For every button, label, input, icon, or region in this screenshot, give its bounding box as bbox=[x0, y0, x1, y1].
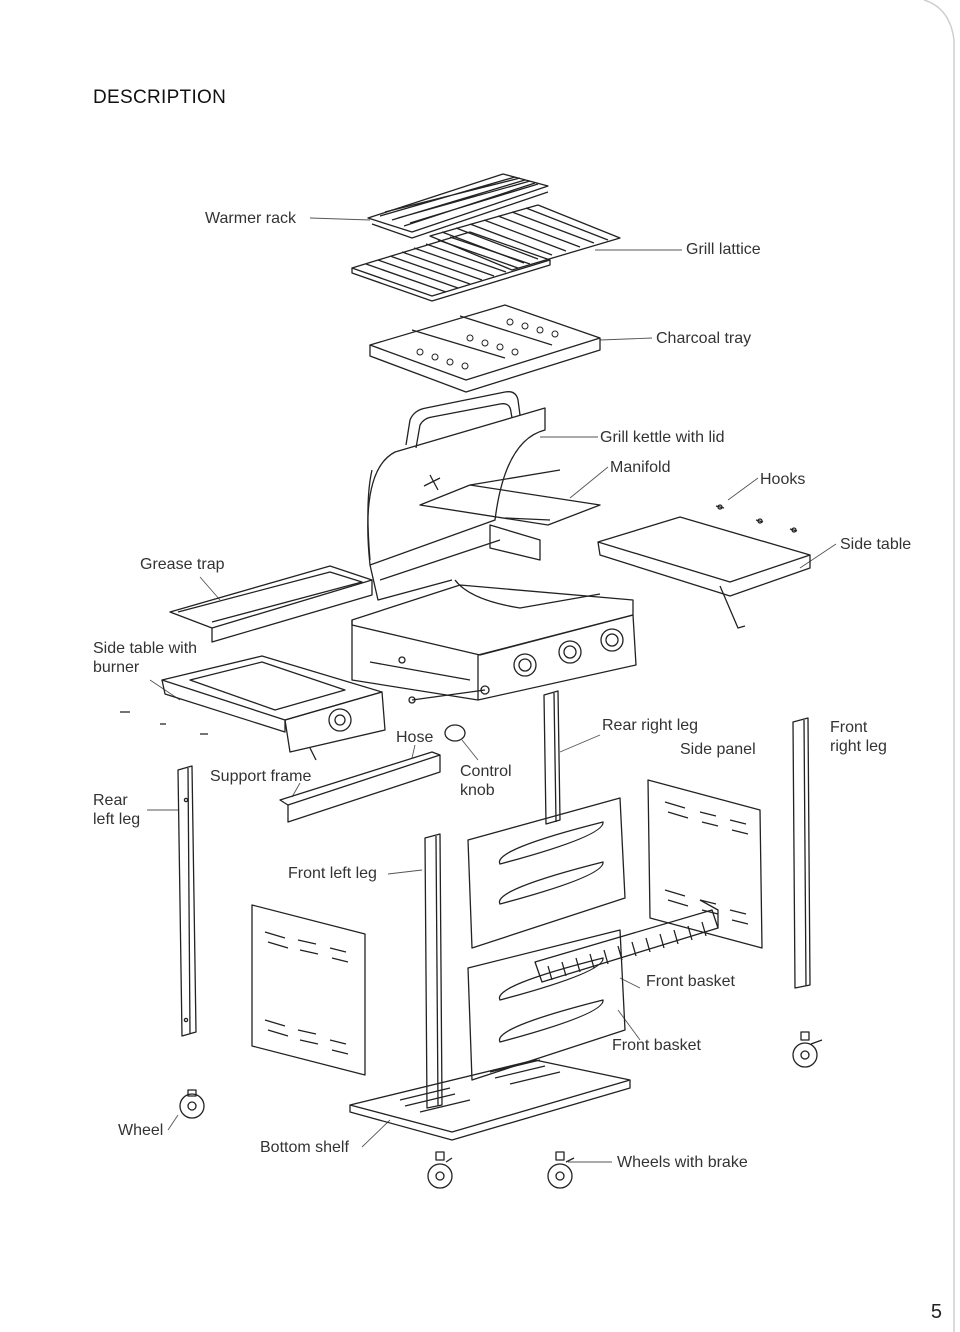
label-front-basket-2: Front basket bbox=[612, 1037, 701, 1054]
label-side-panel: Side panel bbox=[680, 741, 756, 758]
hooks-drawing bbox=[716, 505, 797, 532]
rear-right-leg-drawing bbox=[544, 691, 560, 824]
label-hose: Hose bbox=[396, 729, 434, 746]
front-panel-lower-drawing bbox=[468, 930, 625, 1080]
support-frame-drawing bbox=[280, 752, 440, 822]
leader-lines bbox=[147, 218, 836, 1162]
rear-left-leg-drawing bbox=[178, 766, 196, 1036]
label-grill-kettle: Grill kettle with lid bbox=[600, 429, 725, 446]
page-heading: DESCRIPTION bbox=[93, 87, 227, 108]
front-left-leg-drawing bbox=[425, 834, 442, 1108]
side-table-burner-drawing bbox=[120, 656, 385, 760]
label-front-left-leg: Front left leg bbox=[288, 865, 377, 882]
label-warmer-rack: Warmer rack bbox=[205, 210, 296, 227]
hose-drawing bbox=[409, 686, 489, 741]
grill-lattice-drawing bbox=[352, 205, 620, 301]
label-rear-right-leg: Rear right leg bbox=[602, 717, 699, 734]
front-basket-drawing bbox=[535, 900, 718, 982]
wheel-with-brake-2-drawing bbox=[548, 1152, 574, 1188]
label-rear-left-leg: Rear left leg bbox=[93, 792, 141, 828]
label-wheels-with-brake: Wheels with brake bbox=[617, 1154, 748, 1171]
side-table-drawing bbox=[598, 517, 810, 628]
page-edge-decoration bbox=[923, 0, 955, 1332]
grease-trap-drawing bbox=[170, 566, 372, 642]
label-support-frame: Support frame bbox=[210, 768, 312, 785]
exploded-diagram bbox=[0, 0, 940, 1332]
label-front-right-leg: Front right leg bbox=[830, 719, 887, 755]
side-panel-left-drawing bbox=[252, 905, 365, 1075]
wheel-drawing bbox=[180, 1090, 204, 1118]
label-front-basket-1: Front basket bbox=[646, 973, 735, 990]
label-hooks: Hooks bbox=[760, 471, 806, 488]
label-bottom-shelf: Bottom shelf bbox=[260, 1139, 349, 1156]
grill-kettle-drawing bbox=[352, 392, 636, 700]
label-side-table-burner: Side table with burner bbox=[93, 640, 198, 676]
label-grill-lattice: Grill lattice bbox=[686, 241, 761, 258]
label-grease-trap: Grease trap bbox=[140, 556, 225, 573]
warmer-rack-drawing bbox=[368, 174, 548, 238]
label-wheel: Wheel bbox=[118, 1122, 164, 1139]
label-charcoal-tray: Charcoal tray bbox=[656, 330, 752, 347]
label-manifold: Manifold bbox=[610, 459, 671, 476]
label-side-table: Side table bbox=[840, 536, 912, 553]
wheel-with-brake-1-drawing bbox=[428, 1152, 452, 1188]
charcoal-tray-drawing bbox=[370, 305, 600, 392]
wheel-with-brake-3-drawing bbox=[793, 1032, 822, 1067]
bottom-shelf-drawing bbox=[350, 1060, 630, 1140]
side-panel-right-drawing bbox=[648, 780, 762, 948]
page-number: 5 bbox=[930, 1301, 942, 1323]
label-control-knob: Control knob bbox=[460, 763, 512, 799]
front-right-leg-drawing bbox=[793, 718, 810, 988]
front-panel-upper-drawing bbox=[468, 798, 625, 948]
